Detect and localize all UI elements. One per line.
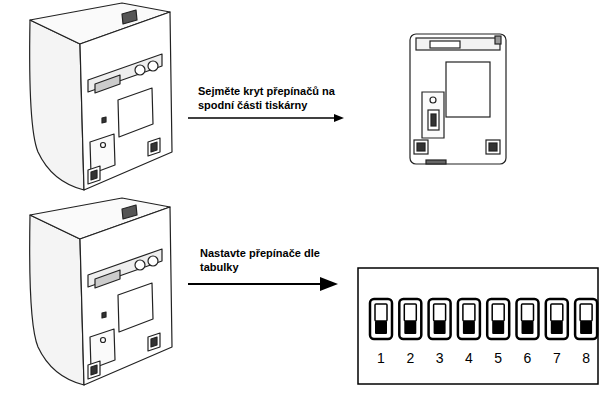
switch-number: 2 (400, 349, 420, 367)
switch-part (575, 299, 597, 339)
switch-part (370, 299, 392, 339)
switch-part (463, 321, 475, 334)
switch-number: 7 (547, 349, 567, 367)
switch-part (375, 304, 387, 321)
switch-number: 1 (371, 349, 391, 367)
switch-part (404, 321, 416, 334)
switch-part (399, 299, 421, 339)
switch-part (551, 304, 563, 321)
switch-part (429, 299, 451, 339)
switch-part (546, 299, 568, 339)
switch-number: 5 (488, 349, 508, 367)
switch-part (487, 299, 509, 339)
switch-part (375, 321, 387, 334)
switch-number: 3 (430, 349, 450, 367)
switch-part (434, 304, 446, 321)
switch-number: 4 (459, 349, 479, 367)
switch-part (434, 321, 446, 334)
switch-part (463, 304, 475, 321)
instruction-text: Nastavte přepínače dle tabulky (200, 246, 330, 275)
switch-part (551, 321, 563, 334)
switch-part (522, 304, 534, 321)
switch-part (492, 321, 504, 334)
switch-part (517, 299, 539, 339)
switch-number: 6 (518, 349, 538, 367)
switch-part (492, 304, 504, 321)
printer-drawing (30, 198, 172, 385)
switch-part (522, 321, 534, 334)
printer-drawing (30, 3, 172, 190)
instruction-text: Sejměte kryt přepínačů na spodní části t… (198, 84, 360, 113)
switch-part (458, 299, 480, 339)
dip-switch-panel (358, 268, 598, 384)
switch-number: 8 (576, 349, 596, 367)
switch-part (404, 304, 416, 321)
printer-bottom-view (410, 34, 506, 164)
switch-part (580, 321, 592, 334)
arrow (188, 114, 344, 291)
switch-part (580, 304, 592, 321)
